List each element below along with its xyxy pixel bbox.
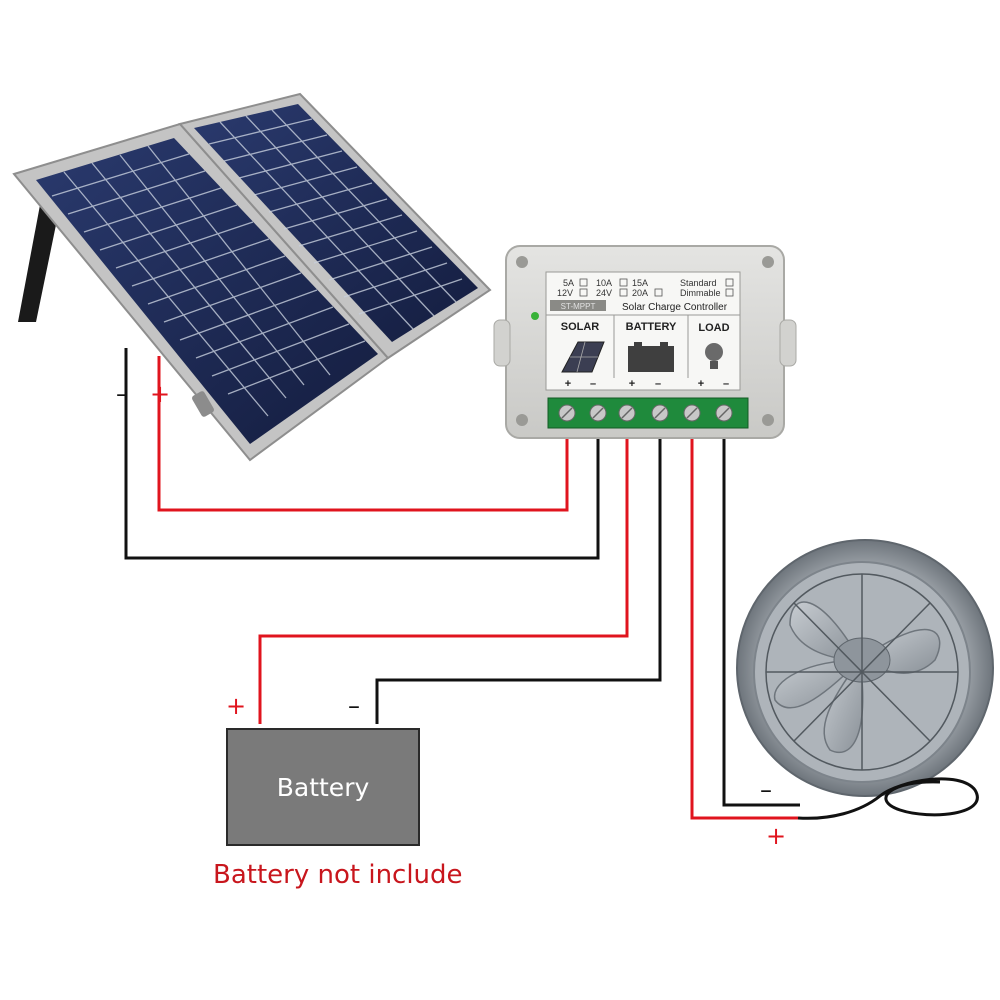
option-checkboxes <box>579 278 734 297</box>
gable-fan <box>736 539 994 820</box>
wire-fan-positive <box>690 422 798 820</box>
terminal-sign-solar-positive: + <box>565 378 571 390</box>
controller-badge <box>550 300 606 311</box>
terminal-sign-load-negative: – <box>723 378 729 390</box>
controller-title: Solar Charge Controller <box>622 302 728 313</box>
controller-screw-icon <box>516 256 528 268</box>
battery-icon <box>628 342 674 372</box>
option-row1-2: 15A <box>632 278 648 288</box>
controller-mount-left <box>493 319 511 367</box>
battery-note: Battery not include <box>213 860 463 890</box>
mode-standard: Standard <box>680 278 717 288</box>
terminal-sign-battery-positive: + <box>629 378 635 390</box>
controller-screw-icon <box>762 414 774 426</box>
controller-badge-text: ST-MPPT <box>561 302 596 311</box>
terminal-sign-solar-negative: – <box>590 378 596 390</box>
terminal-screw-slots <box>561 407 730 419</box>
solar-panel-icon <box>561 341 605 373</box>
controller-screw-icon <box>516 414 528 426</box>
battery-label: Battery <box>276 772 370 802</box>
panel-positive-sign: + <box>150 380 171 408</box>
fan-negative-sign: – <box>760 776 772 804</box>
wire-battery-negative <box>375 422 662 724</box>
option-row2-1: 24V <box>596 288 612 298</box>
terminal-sign-load-positive: + <box>698 378 704 390</box>
panel-right-grid <box>208 109 463 330</box>
controller-screw-icon <box>762 256 774 268</box>
fan-cable <box>797 777 979 820</box>
panel-left-grid <box>51 145 366 417</box>
panel-left-cells <box>36 138 378 444</box>
option-row1-0: 5A <box>563 278 574 288</box>
section-load: LOAD <box>698 322 729 334</box>
panel-kickstand <box>18 205 58 322</box>
terminal-sign-battery-negative: – <box>655 378 661 390</box>
option-row2-0: 12V <box>557 288 573 298</box>
wire-fan-negative <box>722 422 800 807</box>
wires <box>124 348 800 820</box>
controller-mount-right <box>779 319 797 367</box>
charge-controller: 5A 10A 15A 12V 24V 20A Standard Dimmable… <box>493 245 797 439</box>
solar-panel <box>12 92 492 462</box>
bulb-icon <box>705 343 723 369</box>
option-row1-1: 10A <box>596 278 612 288</box>
battery-positive-sign: + <box>226 692 247 720</box>
section-solar: SOLAR <box>561 321 600 333</box>
wire-panel-positive <box>157 356 569 512</box>
fan-positive-sign: + <box>766 822 787 850</box>
fan-grill <box>765 573 959 771</box>
panel-negative-sign: – <box>116 380 128 408</box>
panel-right-cells <box>194 104 478 342</box>
controller-led-icon <box>531 312 539 320</box>
mode-dimmable: Dimmable <box>680 288 721 298</box>
wire-panel-negative <box>124 348 600 560</box>
wire-battery-positive <box>258 422 629 724</box>
battery: Battery <box>226 728 420 846</box>
terminal-block <box>547 397 749 429</box>
section-battery: BATTERY <box>626 321 677 333</box>
panel-junction-clip <box>192 391 214 417</box>
battery-negative-sign: – <box>348 692 360 720</box>
option-row2-2: 20A <box>632 288 648 298</box>
